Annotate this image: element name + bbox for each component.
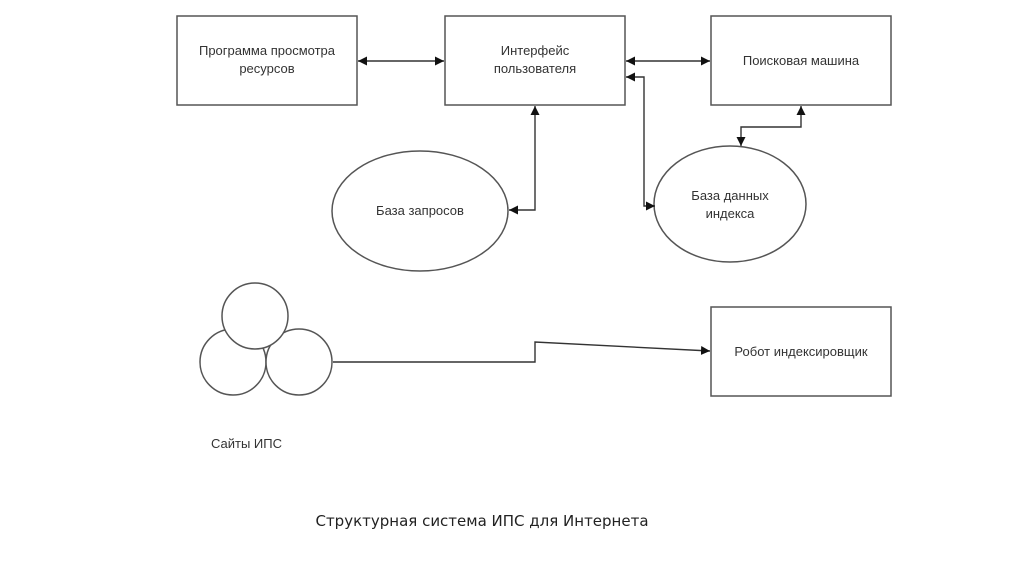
edge-engine-index-db	[736, 106, 806, 146]
node-ui-label-2: пользователя	[494, 61, 576, 76]
node-robot-label: Робот индексировщик	[734, 344, 867, 359]
node-query-db-label: База запросов	[376, 203, 464, 218]
node-index-db: База данных индекса	[653, 145, 807, 263]
node-index-db-label-1: База данных	[691, 188, 769, 203]
edge-sites-robot	[333, 341, 711, 363]
node-sites-label: Сайты ИПС	[211, 436, 282, 451]
node-ui-label-1: Интерфейс	[501, 43, 570, 58]
site-circle-top	[221, 282, 289, 350]
site-circle-right	[265, 328, 333, 396]
node-search-engine: Поисковая машина	[710, 15, 892, 106]
node-viewer: Программа просмотра ресурсов	[176, 15, 358, 106]
node-viewer-label-2: ресурсов	[239, 61, 294, 76]
edge-ui-index-db	[626, 72, 655, 211]
edge-ui-query-db	[509, 106, 540, 215]
node-sites: Сайты ИПС	[199, 282, 333, 451]
node-robot: Робот индексировщик	[710, 306, 892, 397]
diagram-caption: Структурная система ИПС для Интернета	[315, 512, 648, 530]
node-engine-label: Поисковая машина	[743, 53, 860, 68]
node-index-db-label-2: индекса	[706, 206, 756, 221]
node-user-interface: Интерфейс пользователя	[444, 15, 626, 106]
node-query-db: База запросов	[331, 150, 509, 272]
node-viewer-label-1: Программа просмотра	[199, 43, 336, 58]
